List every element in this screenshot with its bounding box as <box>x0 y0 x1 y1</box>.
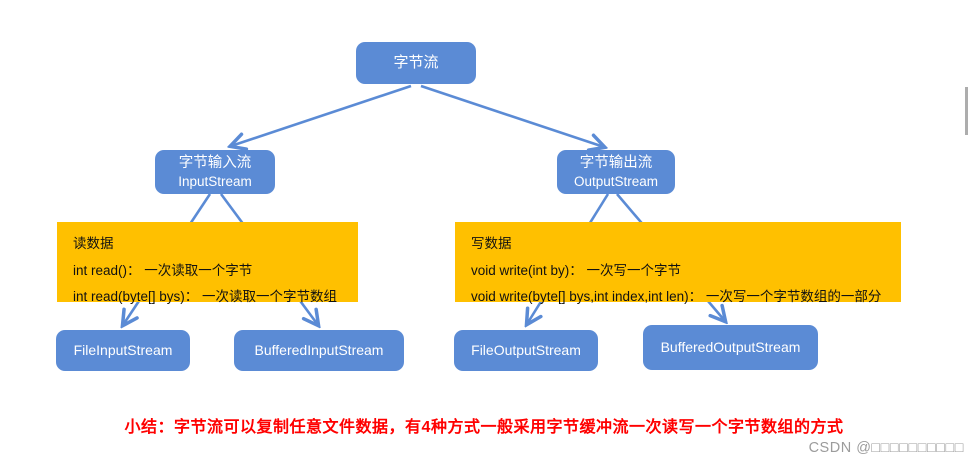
node-output-stream: 字节输出流 OutputStream <box>557 150 675 194</box>
connector-root-to-input <box>231 84 412 146</box>
csdn-watermark: CSDN @□□□□□□□□□□ <box>808 440 964 456</box>
node-buffered-output-stream: BufferedOutputStream <box>643 325 818 370</box>
node-buffered-output-stream-label: BufferedOutputStream <box>660 339 801 356</box>
note-read-method-1: int read()： 一次读取一个字节 <box>73 262 253 278</box>
node-file-input-stream-label: FileInputStream <box>73 342 173 359</box>
node-input-stream: 字节输入流 InputStream <box>155 150 275 194</box>
node-buffered-input-stream-label: BufferedInputStream <box>254 342 384 359</box>
node-file-output-stream: FileOutputStream <box>454 330 598 371</box>
note-read-title: 读数据 <box>73 236 114 251</box>
node-file-output-stream-label: FileOutputStream <box>471 342 581 359</box>
note-read-method-2: int read(byte[] bys)： 一次读取一个字节数组 <box>73 289 338 304</box>
scrollbar-thumb[interactable] <box>965 87 968 135</box>
node-file-input-stream: FileInputStream <box>56 330 190 371</box>
note-write-title: 写数据 <box>471 236 512 251</box>
node-byte-stream-label: 字节流 <box>393 54 439 72</box>
note-write-method-2: void write(byte[] bys,int index,int len)… <box>471 289 882 304</box>
node-output-stream-label-en: OutputStream <box>573 173 659 189</box>
note-read-data: 读数据 int read()： 一次读取一个字节 int read(byte[]… <box>57 222 358 304</box>
node-byte-stream: 字节流 <box>356 42 476 84</box>
node-input-stream-label-cn: 字节输入流 <box>178 154 252 171</box>
note-write-method-1: void write(int by)： 一次写一个字节 <box>471 262 682 278</box>
connector-root-to-output <box>420 84 604 147</box>
node-output-stream-label-cn: 字节输出流 <box>579 154 653 171</box>
summary-text: 小结：字节流可以复制任意文件数据，有4种方式一般采用字节缓冲流一次读写一个字节数… <box>124 419 844 436</box>
node-input-stream-label-en: InputStream <box>178 173 252 189</box>
node-buffered-input-stream: BufferedInputStream <box>234 330 404 371</box>
note-write-data: 写数据 void write(int by)： 一次写一个字节 void wri… <box>455 222 901 304</box>
